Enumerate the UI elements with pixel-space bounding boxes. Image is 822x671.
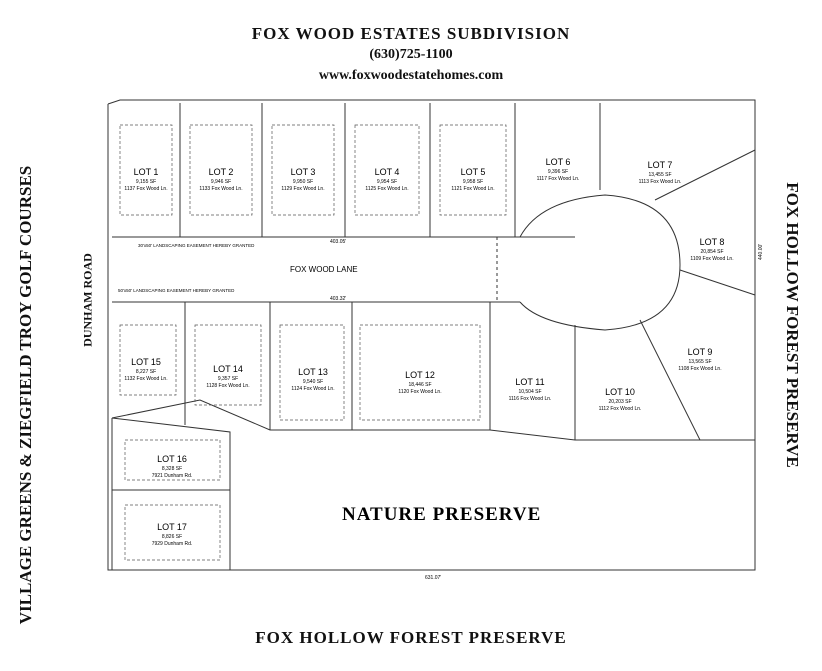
setback-lines xyxy=(119,124,507,561)
phone-number: (630)725-1100 xyxy=(369,47,453,62)
lot-address: 1128 Fox Wood Ln. xyxy=(206,383,249,389)
lot-area: 10,504 SF xyxy=(518,389,541,395)
lot-area: 20,203 SF xyxy=(608,399,631,405)
lot-name: LOT 3 xyxy=(291,167,316,177)
property-boundary xyxy=(107,99,756,571)
lot-name: LOT 13 xyxy=(298,367,328,377)
lot-area: 9,540 SF xyxy=(303,379,323,385)
lot-area: 9,950 SF xyxy=(293,179,313,185)
nature-preserve-label: NATURE PRESERVE xyxy=(342,504,541,525)
lot-name: LOT 14 xyxy=(213,364,243,374)
bottom-dimension: 631.07' xyxy=(425,575,441,581)
lot-name: LOT 2 xyxy=(209,167,234,177)
lot-address: 1133 Fox Wood Ln. xyxy=(199,186,242,192)
lot-address: 1124 Fox Wood Ln. xyxy=(291,386,334,392)
lot-name: LOT 7 xyxy=(648,160,673,170)
lot-address: 1113 Fox Wood Ln. xyxy=(639,179,682,185)
lot-name: LOT 11 xyxy=(515,377,544,387)
lot-area: 9,946 SF xyxy=(211,179,231,185)
lot-area: 13,455 SF xyxy=(648,172,671,178)
lot-name: LOT 10 xyxy=(605,387,635,397)
lot-area: 18,446 SF xyxy=(408,382,431,388)
lot-area: 8,328 SF xyxy=(162,466,182,472)
lot-address: 1108 Fox Wood Ln. xyxy=(678,366,721,372)
lot-address: 7929 Dunham Rd. xyxy=(152,541,193,547)
lot-area: 20,854 SF xyxy=(700,249,723,255)
lot-area: 8,826 SF xyxy=(162,534,182,540)
easement-note-top: 30'x50' LANDSCAPING EASEMENT HEREBY GRAN… xyxy=(138,243,255,248)
lot-name: LOT 12 xyxy=(405,370,435,380)
street-name: FOX WOOD LANE xyxy=(290,265,358,274)
bottom-row-dimension: 403.32' xyxy=(330,296,346,302)
lot-area: 9,396 SF xyxy=(548,169,568,175)
lot-name: LOT 15 xyxy=(131,357,161,367)
lot-address: 1132 Fox Wood Ln. xyxy=(124,376,167,382)
lot-name: LOT 6 xyxy=(546,157,571,167)
lot-area: 9,155 SF xyxy=(136,179,156,185)
lot-name: LOT 8 xyxy=(700,237,725,247)
lot-name: LOT 17 xyxy=(157,522,187,532)
lot-address: 1137 Fox Wood Ln. xyxy=(124,186,167,192)
right-dimension: 440.00' xyxy=(758,244,764,260)
lot-address: 1117 Fox Wood Ln. xyxy=(537,176,580,182)
easement-note-bottom: 50'x50' LANDSCAPING EASEMENT HEREBY GRAN… xyxy=(118,288,235,293)
lot-address: 7921 Dunham Rd. xyxy=(152,473,193,479)
lot-address: 1121 Fox Wood Ln. xyxy=(451,186,494,192)
lot-name: LOT 5 xyxy=(461,167,486,177)
top-row-dimension: 403.05' xyxy=(330,239,346,245)
bottom-forest-preserve-label: FOX HOLLOW FOREST PRESERVE xyxy=(255,628,567,647)
lot-name: LOT 16 xyxy=(157,454,187,464)
lot-address: 1109 Fox Wood Ln. xyxy=(690,256,733,262)
lot-name: LOT 4 xyxy=(375,167,400,177)
lot-address: 1112 Fox Wood Ln. xyxy=(599,406,642,412)
website-url: www.foxwoodestatehomes.com xyxy=(318,68,504,83)
page-title: FOX WOOD ESTATES SUBDIVISION xyxy=(251,24,571,43)
lot-address: 1129 Fox Wood Ln. xyxy=(281,186,324,192)
lot-address: 1125 Fox Wood Ln. xyxy=(365,186,408,192)
lot-area: 9,954 SF xyxy=(377,179,397,185)
lot-address: 1116 Fox Wood Ln. xyxy=(509,396,552,402)
lot-area: 13,565 SF xyxy=(688,359,711,365)
lot-area: 9,357 SF xyxy=(218,376,238,382)
lot-area: 9,958 SF xyxy=(463,179,483,185)
lot-address: 1120 Fox Wood Ln. xyxy=(398,389,441,395)
lot-area: 8,227 SF xyxy=(136,369,156,375)
lot-name: LOT 1 xyxy=(134,167,159,177)
lot-name: LOT 9 xyxy=(688,347,713,357)
